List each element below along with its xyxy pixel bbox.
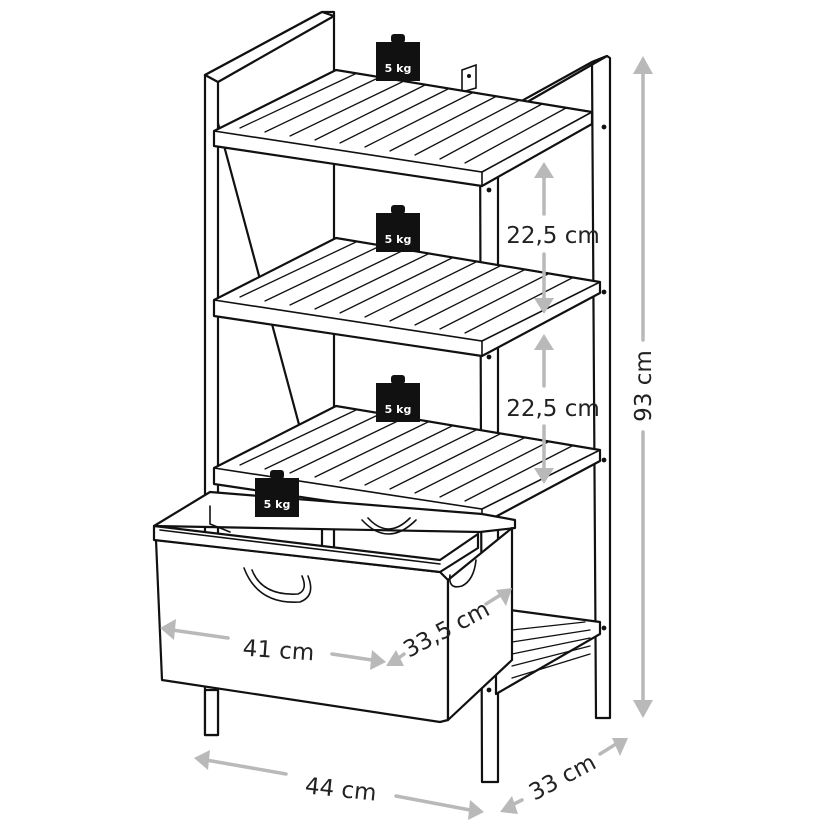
width-label: 44 cm [304, 773, 378, 806]
height-label: 93 cm [631, 350, 657, 422]
weight-icon: 5 kg [376, 34, 420, 81]
basket [152, 490, 517, 724]
weight-icon: 5 kg [255, 470, 299, 517]
left-foot [203, 688, 220, 737]
weight-icon: 5 kg [376, 205, 420, 252]
wall-bracket [461, 63, 477, 94]
shelf-gap-2-label: 22,5 cm [506, 396, 600, 422]
basket-width-line [170, 628, 230, 640]
weight-label: 5 kg [385, 233, 412, 246]
dimension-lines [160, 56, 653, 820]
shelf-2 [212, 236, 602, 358]
shelf-4 [494, 608, 602, 696]
rear-right-post [590, 54, 612, 720]
weight-label: 5 kg [264, 498, 291, 511]
weight-label: 5 kg [385, 62, 412, 75]
top-left-rail [203, 10, 336, 84]
depth-label: 33 cm [525, 750, 600, 807]
shelf-1 [212, 68, 594, 188]
shelf-gap-1-label: 22,5 cm [506, 223, 600, 249]
basket-width-label: 41 cm [242, 636, 315, 667]
width-line [204, 758, 288, 776]
weight-icon: 5 kg [376, 375, 420, 422]
weight-label: 5 kg [385, 403, 412, 416]
shelf-3 [212, 404, 602, 526]
